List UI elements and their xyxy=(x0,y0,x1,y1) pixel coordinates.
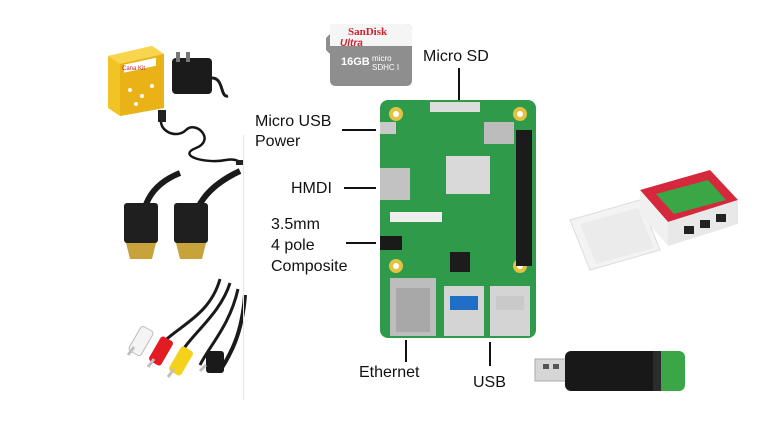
sd-format: micro SDHC I xyxy=(372,54,400,72)
power-adapter-icon xyxy=(172,52,229,98)
micro-sd-card-icon xyxy=(326,24,412,86)
power-cable-icon xyxy=(158,110,244,165)
label-composite-line3: Composite xyxy=(271,258,348,275)
label-composite-line1: 3.5mm xyxy=(271,216,320,233)
pi-case-icon xyxy=(569,170,738,271)
left-divider xyxy=(243,135,244,400)
label-usb: USB xyxy=(473,374,506,391)
label-composite-line2: 4 pole xyxy=(271,237,315,254)
power-supply-group: Cana Kit xyxy=(100,40,250,175)
raspberry-pi-board xyxy=(380,100,536,338)
leader-usb xyxy=(489,342,491,366)
label-micro-usb-line2: Power xyxy=(255,133,301,150)
label-ethernet: Ethernet xyxy=(359,364,420,381)
hdmi-cable-icon xyxy=(124,168,242,259)
leader-ethernet xyxy=(405,340,407,362)
box-brand-text: Cana Kit xyxy=(122,66,146,72)
cana-kit-box-icon xyxy=(108,46,164,116)
sd-capacity: 16GB xyxy=(341,56,370,68)
sd-line: Ultra xyxy=(340,38,363,49)
leader-hdmi xyxy=(344,187,376,189)
leader-composite xyxy=(346,242,376,244)
composite-rca-cable-icon xyxy=(126,278,247,378)
sd-brand: SanDisk xyxy=(348,26,388,38)
label-micro-usb-line1: Micro USB xyxy=(255,113,332,130)
leader-micro-usb xyxy=(342,129,376,131)
leader-micro-sd xyxy=(458,68,460,102)
label-hdmi: HMDI xyxy=(291,180,332,197)
usb-flash-drive-icon xyxy=(534,351,685,391)
label-micro-sd: Micro SD xyxy=(423,48,489,65)
